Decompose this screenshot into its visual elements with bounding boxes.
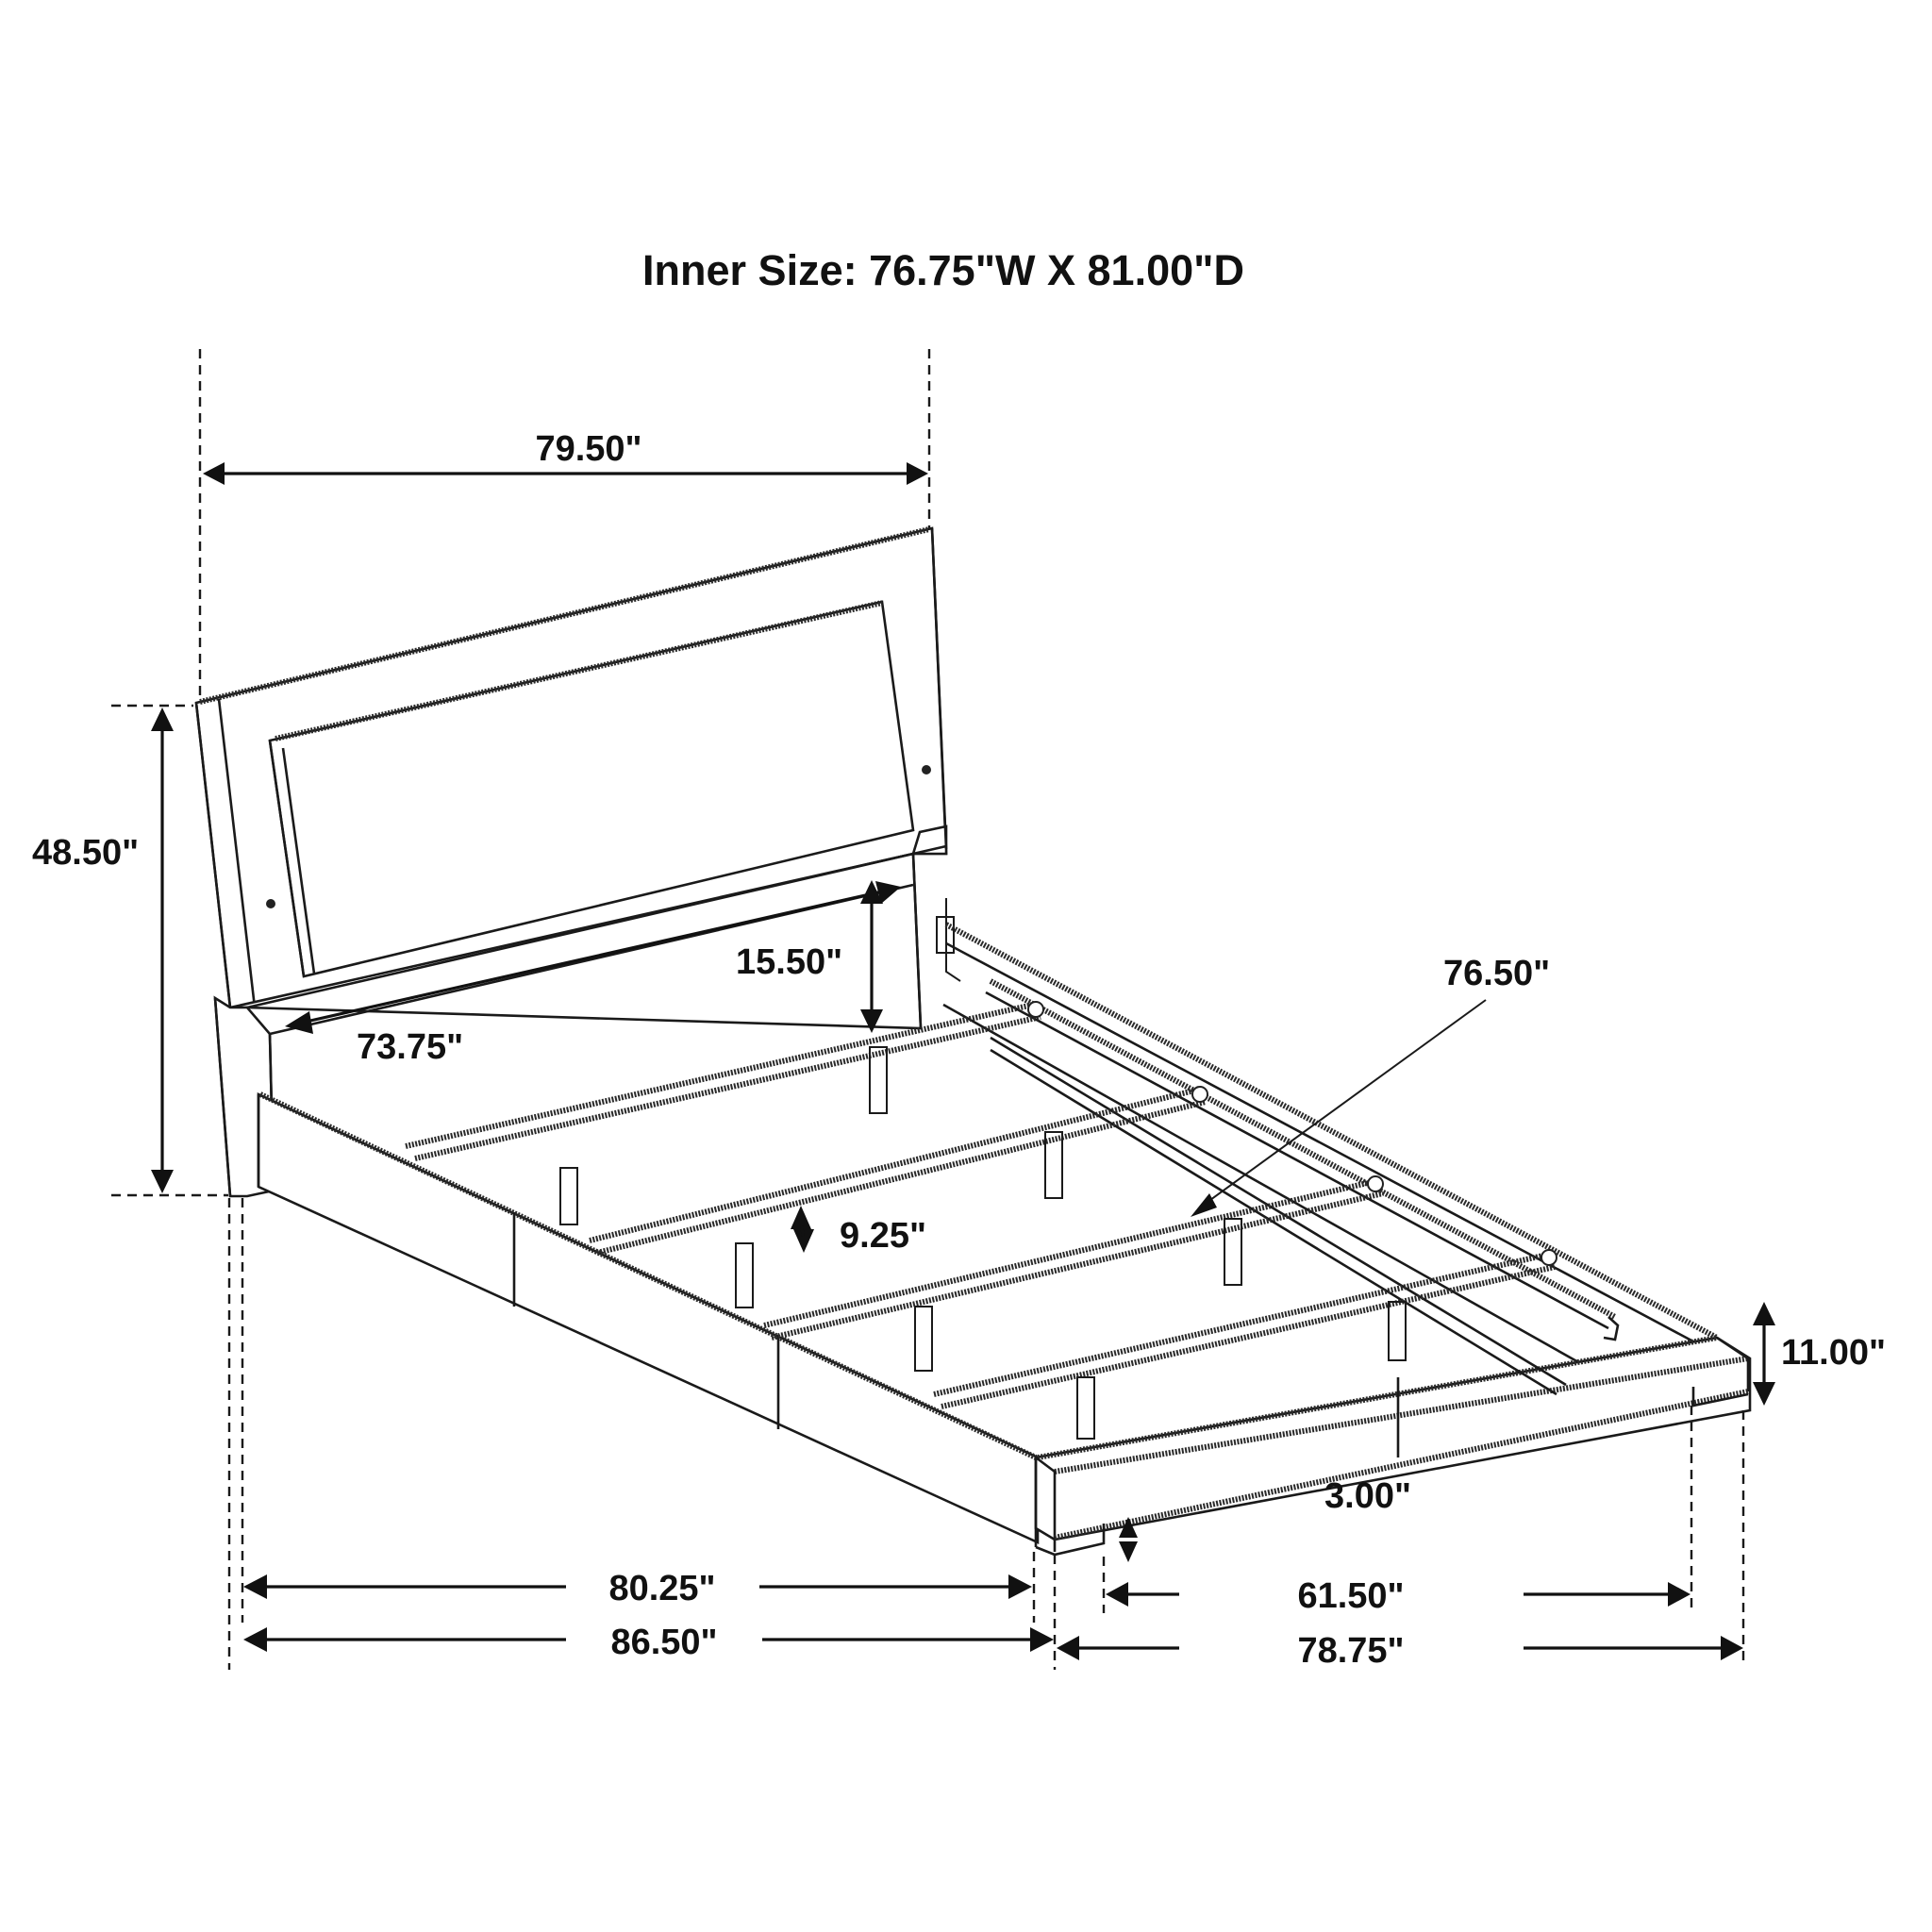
- leg-height-label: 3.00": [1324, 1476, 1411, 1516]
- arrow-left-icon: [243, 1627, 267, 1652]
- slat: [933, 1249, 1557, 1440]
- inner-length-dimension: 80.25": [243, 1569, 1032, 1608]
- arrow-up-icon: [151, 708, 174, 731]
- center-rail: [990, 1036, 1567, 1396]
- slat-clearance-dimension: 9.25": [791, 1206, 926, 1256]
- headboard: [194, 526, 961, 1198]
- arrow-up-icon: [1119, 1517, 1138, 1538]
- leg-height-dimension: 3.00": [1119, 1476, 1411, 1562]
- left-side-rail: [257, 1091, 1040, 1545]
- diagram-title: Inner Size: 76.75"W X 81.00"D: [642, 246, 1244, 294]
- headboard-height-dimension: 48.50": [32, 704, 228, 1197]
- support-leg: [559, 1167, 578, 1225]
- arrow-right-icon: [1030, 1627, 1054, 1652]
- bolt-hole-icon: [266, 899, 275, 908]
- arrow-left-icon: [1057, 1636, 1079, 1660]
- arrow-down-icon: [1753, 1382, 1775, 1406]
- arrow-down-icon: [860, 1009, 883, 1033]
- support-leg: [1388, 1301, 1407, 1361]
- arrow-right-icon: [1668, 1582, 1690, 1607]
- overall-width-label: 78.75": [1297, 1631, 1404, 1671]
- slats: [405, 1001, 1557, 1440]
- headboard-height-label: 48.50": [32, 833, 139, 873]
- headboard-inner-width-dimension: 73.75": [285, 881, 901, 1067]
- right-side-rail: [942, 922, 1719, 1365]
- arrow-left-icon: [203, 462, 225, 485]
- leg-span-dimension: 61.50": [1106, 1576, 1690, 1616]
- overall-length-label: 86.50": [610, 1623, 717, 1662]
- support-leg: [735, 1242, 754, 1308]
- slat: [405, 1001, 1044, 1225]
- arrow-left-icon: [285, 1011, 313, 1034]
- arrow-right-icon: [1721, 1636, 1743, 1660]
- headboard-width-dimension: 79.50": [198, 349, 931, 703]
- support-leg: [1224, 1218, 1242, 1286]
- inner-length-label: 80.25": [608, 1569, 715, 1608]
- footboard-height-label: 11.00": [1781, 1333, 1886, 1373]
- overall-length-dimension: 86.50": [243, 1623, 1054, 1662]
- footboard-height-dimension: 11.00": [1753, 1302, 1886, 1406]
- slat: [763, 1175, 1384, 1372]
- arrow-down-icon: [793, 1229, 814, 1253]
- headboard-above-rail-dimension: 15.50": [736, 880, 883, 1033]
- leg-span-label: 61.50": [1297, 1576, 1404, 1616]
- support-leg: [1076, 1376, 1095, 1440]
- arrow-left-icon: [1106, 1582, 1128, 1607]
- arrow-right-icon: [875, 881, 901, 904]
- arrow-right-icon: [907, 462, 928, 485]
- headboard-above-rail-label: 15.50": [736, 942, 842, 982]
- arrow-down-icon: [151, 1170, 174, 1193]
- slat: [589, 1086, 1208, 1308]
- bolt-hole-icon: [922, 765, 931, 774]
- slat-length-dimension: 76.50": [1191, 954, 1550, 1217]
- headboard-inner-width-label: 73.75": [357, 1027, 463, 1067]
- support-leg: [1044, 1131, 1063, 1199]
- footboard: [1034, 1335, 1752, 1557]
- arrow-down-icon: [1119, 1541, 1138, 1562]
- arrow-left-icon: [243, 1574, 267, 1599]
- extension-lines: [227, 1198, 1745, 1670]
- arrow-up-icon: [791, 1206, 811, 1229]
- slat-length-label: 76.50": [1443, 954, 1550, 993]
- overall-width-dimension: 78.75": [1057, 1631, 1743, 1671]
- headboard-width-label: 79.50": [535, 429, 641, 469]
- slat-clearance-label: 9.25": [840, 1216, 926, 1256]
- arrow-right-icon: [1008, 1574, 1032, 1599]
- arrow-up-icon: [1753, 1302, 1775, 1325]
- support-leg: [914, 1306, 933, 1372]
- arrow-pointer-icon: [1191, 1193, 1217, 1217]
- arrow-up-icon: [860, 880, 883, 904]
- support-leg: [869, 1046, 888, 1114]
